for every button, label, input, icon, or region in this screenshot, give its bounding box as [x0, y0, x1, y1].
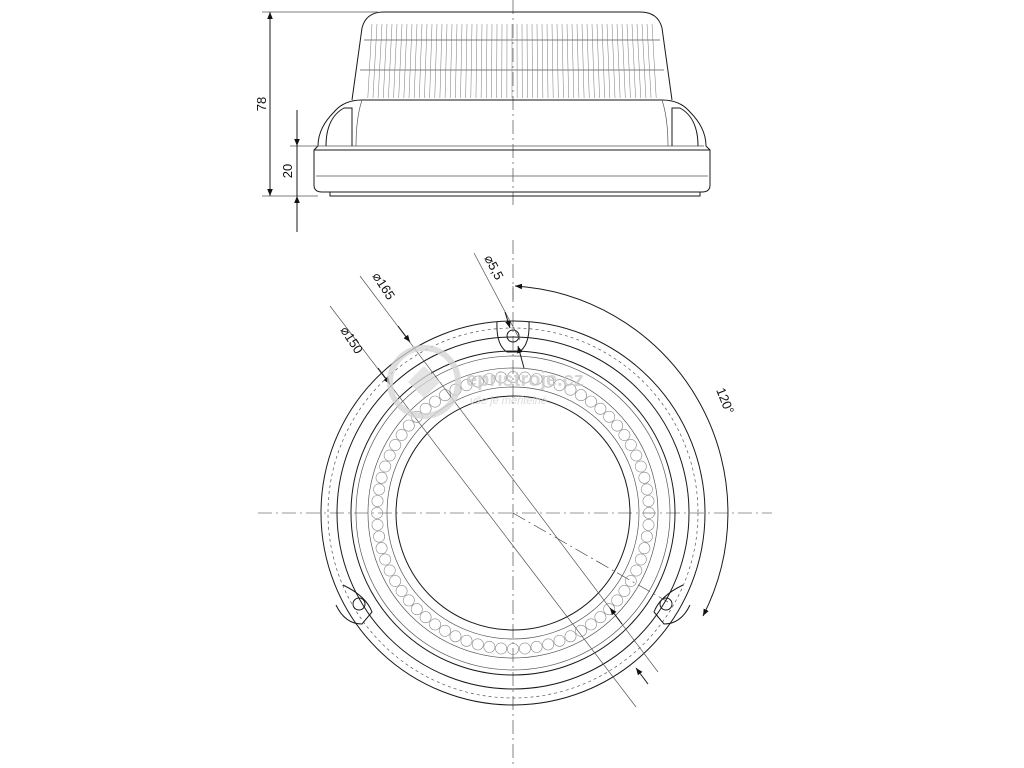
dim-diameter-hole: ⌀5,5 — [481, 252, 506, 282]
dim-angle-120: 120° — [713, 386, 737, 417]
side-view: 78 20 — [254, 0, 711, 232]
base-housing — [313, 99, 711, 193]
watermark-slogan: vše je měřitelné — [470, 395, 547, 407]
angle-arc-120 — [514, 283, 729, 617]
dim-diameter-165: ⌀165 — [369, 269, 398, 302]
dim-height-total: 78 — [254, 97, 269, 111]
watermark-brand: epristroje.cz — [466, 369, 584, 391]
mount-tab-right — [653, 584, 691, 625]
top-center-line-diag — [512, 512, 669, 603]
leader-dia-150 — [329, 305, 637, 708]
watermark: epristroje.cz vše je měřitelné — [387, 345, 584, 419]
lens-dome — [351, 11, 673, 101]
dim-height-base: 20 — [280, 164, 295, 178]
mount-tab-left — [335, 584, 373, 625]
side-ear-left — [325, 107, 353, 147]
side-ear-right — [671, 107, 699, 147]
dim-diameter-150: ⌀150 — [337, 323, 366, 356]
mount-hole-left — [352, 597, 366, 611]
leader-dia-hole — [473, 252, 521, 341]
top-view: ⌀150 ⌀165 ⌀5,5 120° — [258, 240, 772, 768]
watermark-logo-icon — [387, 345, 461, 419]
lens-ribs — [367, 23, 657, 99]
